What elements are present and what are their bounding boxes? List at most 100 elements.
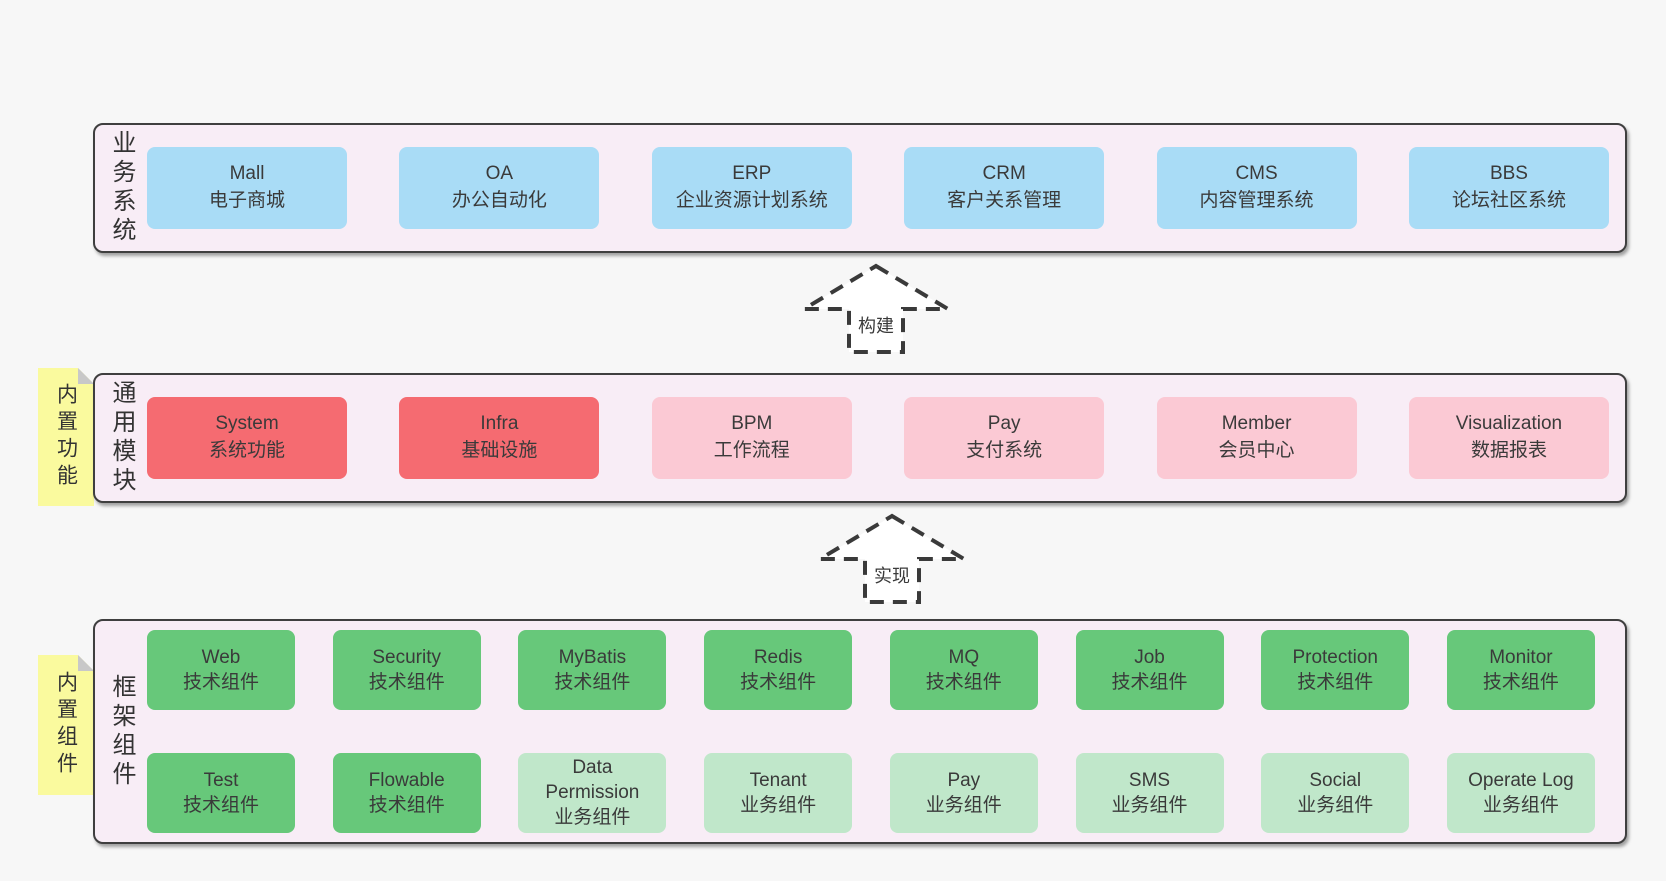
box-subtitle: 技术组件 [554, 672, 631, 694]
box-title: Test [203, 769, 239, 791]
component-box: Web 技术组件 [147, 630, 295, 711]
box-title: Member [1221, 413, 1292, 435]
box-title: Social [1309, 769, 1362, 791]
arrow-build: 构建 [796, 262, 956, 357]
box-title: Pay [947, 769, 981, 791]
folded-corner-icon [78, 368, 94, 384]
box-subtitle: 会员中心 [1218, 440, 1295, 461]
sticky-note-label: 内置组件 [54, 671, 78, 779]
component-box: Job 技术组件 [1075, 630, 1224, 711]
box-subtitle: 技术组件 [1482, 672, 1559, 694]
box-title: CMS [1235, 163, 1278, 185]
box-title: Web [201, 647, 241, 669]
box-subtitle: 业务组件 [740, 794, 817, 816]
component-box: SMS 业务组件 [1075, 752, 1224, 833]
box-subtitle: 技术组件 [740, 672, 817, 694]
box-subtitle: 业务组件 [925, 794, 1002, 816]
component-box: Infra 基础设施 [399, 397, 600, 479]
box-subtitle: 技术组件 [925, 672, 1002, 694]
component-box: Flowable 技术组件 [332, 752, 481, 833]
panel-business-systems: 业务系统 Mall 电子商城 OA 办公自动化 ERP 企业资源计划系统 CRM… [93, 123, 1627, 253]
box-subtitle: 技术组件 [182, 672, 259, 694]
panel-title-column: 业务系统 [95, 125, 147, 251]
panel-title-column: 通用模块 [95, 375, 147, 501]
box-title: Job [1134, 647, 1165, 669]
box-subtitle: 电子商城 [208, 190, 285, 211]
component-box: Member 会员中心 [1156, 397, 1357, 479]
box-subtitle: 技术组件 [1111, 672, 1188, 694]
box-title: MyBatis [558, 647, 627, 669]
component-box: Mall 电子商城 [147, 147, 347, 229]
component-box: Operate Log 业务组件 [1446, 752, 1595, 833]
box-title: Visualization [1455, 413, 1563, 435]
component-box: OA 办公自动化 [399, 147, 600, 229]
box-rows: Web 技术组件 Security 技术组件 MyBatis 技术组件 Redi… [147, 621, 1625, 842]
box-title: BBS [1489, 163, 1528, 185]
box-subtitle: 企业资源计划系统 [675, 190, 828, 211]
box-subtitle: 内容管理系统 [1199, 190, 1314, 211]
sticky-note-builtin-components: 内置组件 [38, 655, 94, 795]
component-box: MyBatis 技术组件 [518, 630, 667, 711]
panel-title: 框架组件 [108, 673, 135, 790]
arrow-label: 构建 [855, 312, 897, 338]
box-row: Test 技术组件 Flowable 技术组件 Data Permission … [147, 744, 1625, 843]
component-box: Tenant 业务组件 [704, 752, 853, 833]
box-row: Web 技术组件 Security 技术组件 MyBatis 技术组件 Redi… [147, 621, 1625, 720]
box-subtitle: 业务组件 [1111, 794, 1188, 816]
box-title: Operate Log [1468, 769, 1574, 791]
box-subtitle: 业务组件 [1482, 794, 1559, 816]
box-subtitle: 论坛社区系统 [1451, 190, 1566, 211]
up-block-arrow-icon [796, 263, 956, 354]
box-subtitle: 数据报表 [1470, 440, 1547, 461]
box-title: BPM [731, 413, 773, 435]
box-subtitle: 客户关系管理 [947, 190, 1062, 211]
box-title: Monitor [1489, 647, 1553, 669]
box-title: CRM [982, 163, 1026, 185]
box-title: Protection [1292, 647, 1378, 669]
arrow-implement: 实现 [812, 512, 972, 607]
up-block-arrow-icon [812, 513, 972, 604]
box-title: Infra [480, 413, 519, 435]
panel-title: 业务系统 [108, 130, 135, 246]
box-title: OA [485, 163, 514, 185]
component-box: Data Permission 业务组件 [518, 752, 667, 833]
sticky-note-label: 内置功能 [54, 383, 78, 491]
box-subtitle: 技术组件 [1297, 672, 1374, 694]
component-box: Pay 支付系统 [904, 397, 1105, 479]
box-title: Redis [753, 647, 803, 669]
box-title: SMS [1128, 769, 1171, 791]
box-title: Data Permission [545, 757, 640, 804]
box-title: Flowable [368, 769, 445, 791]
component-box: BBS 论坛社区系统 [1408, 147, 1609, 229]
component-box: CMS 内容管理系统 [1156, 147, 1357, 229]
component-box: Pay 业务组件 [889, 752, 1038, 833]
component-box: Test 技术组件 [147, 752, 295, 833]
panel-common-modules: 通用模块 System 系统功能 Infra 基础设施 BPM 工作流程 Pay… [93, 373, 1627, 503]
component-box: Monitor 技术组件 [1446, 630, 1595, 711]
box-subtitle: 办公自动化 [451, 190, 547, 211]
box-title: Tenant [749, 769, 807, 791]
box-row: System 系统功能 Infra 基础设施 BPM 工作流程 Pay 支付系统… [147, 375, 1625, 501]
box-subtitle: 业务组件 [1297, 794, 1374, 816]
component-box: System 系统功能 [147, 397, 347, 479]
component-box: Redis 技术组件 [704, 630, 853, 711]
component-box: Protection 技术组件 [1261, 630, 1410, 711]
box-row: Mall 电子商城 OA 办公自动化 ERP 企业资源计划系统 CRM 客户关系… [147, 125, 1625, 251]
component-box: CRM 客户关系管理 [904, 147, 1105, 229]
component-box: Security 技术组件 [332, 630, 481, 711]
box-subtitle: 系统功能 [208, 440, 285, 461]
box-subtitle: 技术组件 [368, 672, 445, 694]
box-title: Pay [987, 413, 1021, 435]
box-subtitle: 技术组件 [182, 794, 259, 816]
component-box: ERP 企业资源计划系统 [651, 147, 852, 229]
panel-title-column: 框架组件 [95, 621, 147, 842]
box-subtitle: 业务组件 [554, 807, 631, 829]
box-title: Security [372, 647, 442, 669]
box-subtitle: 工作流程 [713, 440, 790, 461]
component-box: Visualization 数据报表 [1408, 397, 1609, 479]
box-title: ERP [732, 163, 772, 185]
panel-title: 通用模块 [108, 380, 135, 496]
component-box: Social 业务组件 [1261, 752, 1410, 833]
box-title: System [215, 413, 279, 435]
box-subtitle: 支付系统 [966, 440, 1043, 461]
